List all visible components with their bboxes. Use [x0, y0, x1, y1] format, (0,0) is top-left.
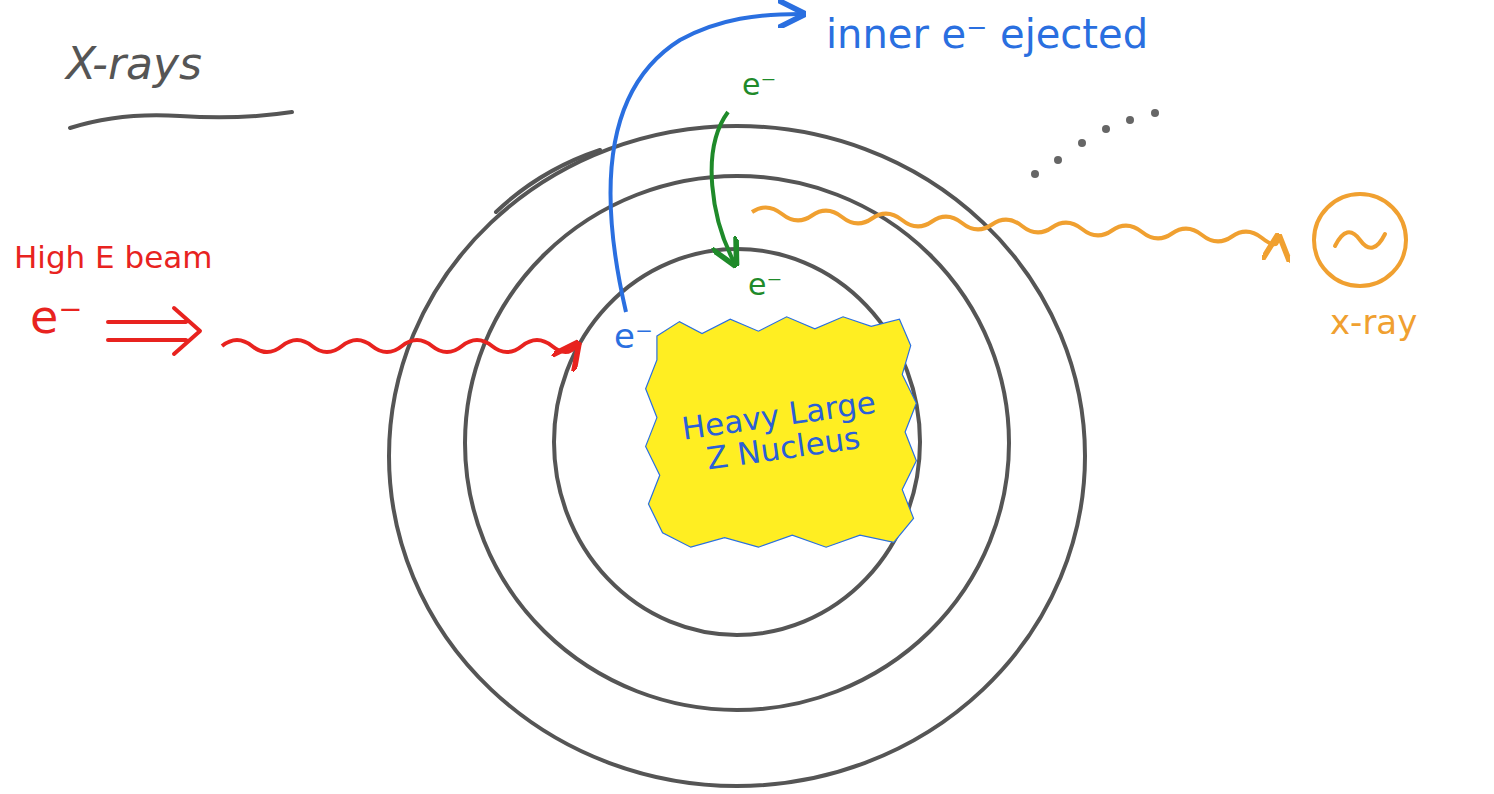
inner-shell [554, 249, 920, 635]
electron-beam [222, 340, 576, 352]
nucleus-outline [646, 317, 917, 547]
continuation-dots [1031, 109, 1159, 178]
title: X-rays [66, 40, 202, 88]
nucleus: Heavy Large Z Nucleus [640, 312, 922, 552]
transition-arrow [712, 112, 734, 262]
nucleus-label: Heavy Large Z Nucleus [667, 384, 896, 479]
x-ray-label: x-ray [1330, 304, 1417, 341]
beam-label: High E beam [14, 240, 213, 274]
ejection-path [611, 14, 800, 312]
electron-label: e⁻ [748, 268, 782, 301]
middle-shell [465, 176, 1009, 710]
outer-shell [389, 126, 1085, 786]
ejection-label: inner e⁻ ejected [826, 12, 1148, 56]
electron-label: e⁻ [30, 292, 83, 343]
photon-circle [1314, 194, 1406, 286]
x-ray-wave [752, 207, 1278, 244]
electron-label: e⁻ [614, 318, 653, 355]
title-underline [70, 112, 292, 128]
shell-stroke [496, 150, 600, 212]
beam-arrow [108, 308, 200, 354]
electron-label: e⁻ [742, 68, 776, 101]
photon-wave [1335, 232, 1385, 247]
